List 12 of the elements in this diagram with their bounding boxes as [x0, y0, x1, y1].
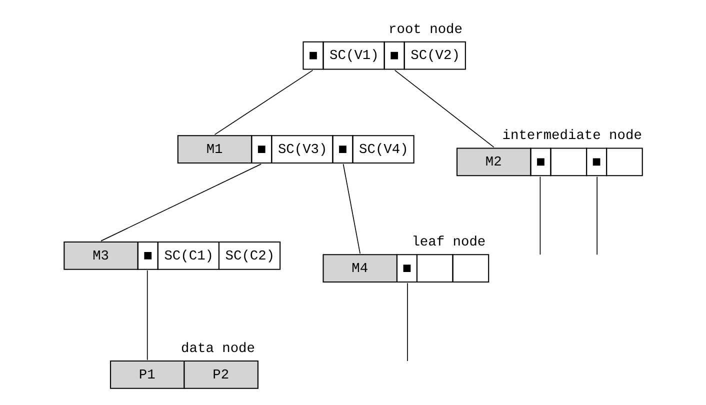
- node-label: data node: [181, 342, 256, 357]
- connector: [100, 164, 262, 242]
- node-label: intermediate node: [502, 129, 642, 144]
- connector: [146, 270, 148, 360]
- connector: [394, 70, 494, 148]
- connector: [214, 70, 314, 135]
- node-label: root node: [388, 22, 462, 38]
- connector: [540, 176, 541, 255]
- connector: [596, 176, 598, 255]
- connector: [342, 164, 361, 254]
- connector: [407, 282, 408, 362]
- node-label: leaf node: [412, 236, 486, 251]
